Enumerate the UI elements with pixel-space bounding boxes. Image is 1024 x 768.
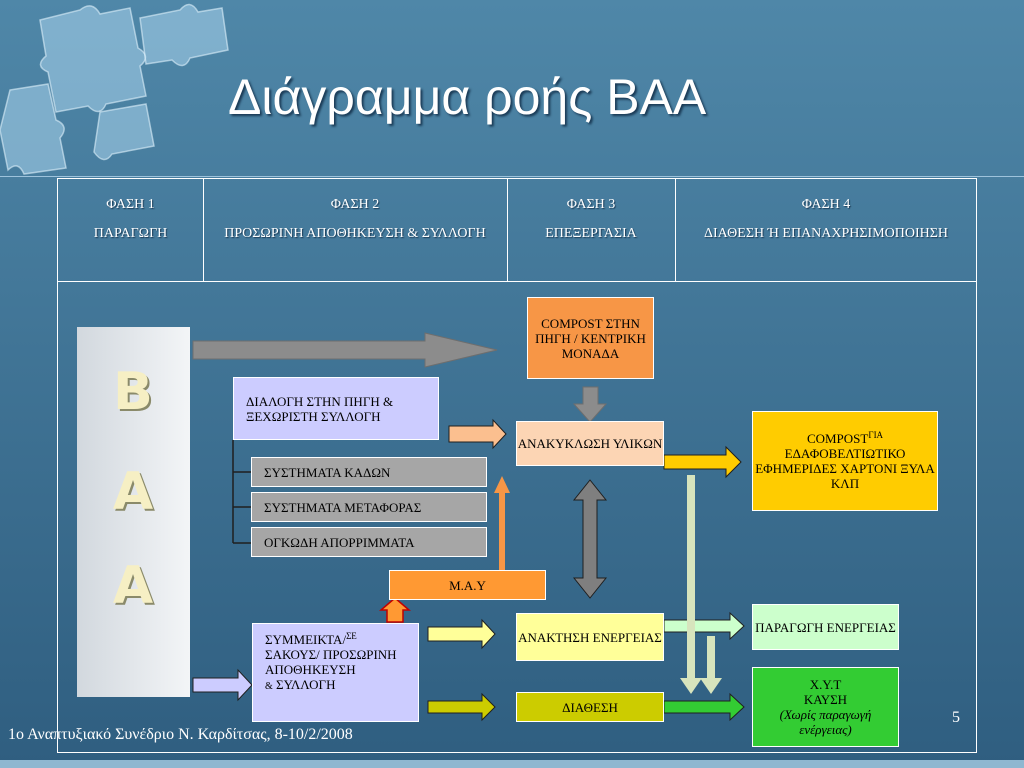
baa-letter: Β: [113, 362, 153, 422]
slide-footer: 1ο Αναπτυξιακό Συνέδριο Ν. Καρδίτσας, 8-…: [8, 726, 353, 743]
source-separation-box: ΔΙΑΛΟΓΗ ΣΤΗΝ ΠΗΓΗ & ΞΕΧΩΡΙΣΤΗ ΣΥΛΛΟΓΗ: [233, 377, 439, 440]
compost-use-box: COMPOSTΓΙΑ ΕΔΑΦΟΒΕΛΤΙΩΤΙΚΟ ΕΦΗΜΕΡΙΔΕΣ ΧΑ…: [752, 411, 938, 511]
header-column-divider: [507, 178, 508, 281]
phase-description: ΔΙΑΘΕΣΗ Ή ΕΠΑΝΑΧΡΗΣΙΜΟΠΟΙΗΣΗ: [703, 226, 949, 241]
baa-letter: Α: [112, 462, 154, 522]
header-divider: [57, 281, 977, 282]
phase-description: ΠΑΡΑΓΩΓΗ: [93, 226, 168, 241]
puzzle-pieces-logo: [0, 3, 229, 175]
phase-name: ΦΑΣΗ 2: [330, 197, 380, 212]
phase-3-header: ΦΑΣΗ 3 ΕΠΕΞΕΡΓΑΣΙΑ: [509, 196, 673, 242]
diagram-frame: [57, 178, 977, 753]
transport-systems-box: ΣΥΣΤΗΜΑΤΑ ΜΕΤΑΦΟΡΑΣ: [251, 492, 487, 522]
landfill-label: Χ.Υ.Τ: [809, 677, 842, 692]
phase-name: ΦΑΣΗ 1: [106, 197, 155, 212]
disposal-box: ΔΙΑΘΕΣΗ: [516, 692, 664, 722]
mixed-waste-superscript: ΣΕ: [346, 631, 357, 641]
slide-title: Διάγραμμα ροής ΒΑΑ: [228, 69, 707, 125]
landfill-label: ΚΑΥΣΗ: [803, 692, 848, 707]
baa-source-bar: [77, 327, 190, 697]
phase-description: ΠΡΟΣΩΡΙΝΗ ΑΠΟΘΗΚΕΥΣΗ & ΣΥΛΛΟΓΗ: [224, 226, 486, 241]
compost-use-superscript: ΓΙΑ: [868, 430, 884, 440]
page-number: 5: [952, 709, 960, 726]
baa-letter: Α: [112, 556, 154, 616]
phase-description: ΕΠΕΞΕΡΓΑΣΙΑ: [545, 226, 637, 241]
landfill-box: Χ.Υ.Τ ΚΑΥΣΗ (Χωρίς παραγωγή ενέργειας): [752, 667, 899, 747]
energy-production-box: ΠΑΡΑΓΩΓΗ ΕΝΕΡΓΕΙΑΣ: [752, 604, 899, 650]
mixed-waste-label: ΣΥΜΜΕΙΚΤΑ/: [265, 632, 347, 647]
mixed-waste-box: ΣΥΜΜΕΙΚΤΑ/ΣΕ ΣΑΚΟΥΣ/ ΠΡΟΣΩΡΙΝΗ ΑΠΟΘΗΚΕΥΣ…: [252, 623, 419, 722]
energy-recovery-box: ΑΝΑΚΤΗΣΗ ΕΝΕΡΓΕΙΑΣ: [516, 613, 664, 661]
phase-4-header: ΦΑΣΗ 4 ΔΙΑΘΕΣΗ Ή ΕΠΑΝΑΧΡΗΣΙΜΟΠΟΙΗΣΗ: [680, 196, 972, 242]
compost-use-label: COMPOST: [806, 431, 869, 446]
mixed-waste-label: ΣΑΚΟΥΣ/ ΠΡΟΣΩΡΙΝΗ ΑΠΟΘΗΚΕΥΣΗ: [265, 647, 397, 677]
header-column-divider: [203, 178, 204, 281]
phase-1-header: ΦΑΣΗ 1 ΠΑΡΑΓΩΓΗ: [59, 196, 202, 242]
may-box: Μ.Α.Υ: [389, 570, 546, 600]
phase-2-header: ΦΑΣΗ 2 ΠΡΟΣΩΡΙΝΗ ΑΠΟΘΗΚΕΥΣΗ & ΣΥΛΛΟΓΗ: [205, 196, 505, 242]
mixed-waste-label: ΣΥΛΛΟΓΗ: [276, 677, 336, 692]
compost-source-box: COMPOST ΣΤΗΝ ΠΗΓΗ / ΚΕΝΤΡΙΚΗ ΜΟΝΑΔΑ: [527, 297, 654, 379]
mixed-waste-ampersand: &: [265, 681, 273, 692]
recycling-box: ΑΝΑΚΥΚΛΩΣΗ ΥΛΙΚΩΝ: [516, 421, 664, 466]
compost-use-label: ΕΔΑΦΟΒΕΛΤΙΩΤΙΚΟ ΕΦΗΜΕΡΙΔΕΣ ΧΑΡΤΟΝΙ ΞΥΛΑ …: [755, 446, 935, 491]
bulky-waste-box: ΟΓΚΩΔΗ ΑΠΟΡΡΙΜΜΑΤΑ: [251, 527, 487, 557]
phase-name: ΦΑΣΗ 3: [566, 197, 616, 212]
title-divider: [0, 176, 1024, 177]
landfill-label: (Χωρίς παραγωγή ενέργειας): [779, 707, 872, 737]
bin-systems-box: ΣΥΣΤΗΜΑΤΑ ΚΑΔΩΝ: [251, 457, 487, 487]
header-column-divider: [675, 178, 676, 281]
phase-name: ΦΑΣΗ 4: [801, 197, 851, 212]
bottom-band: [0, 760, 1024, 768]
